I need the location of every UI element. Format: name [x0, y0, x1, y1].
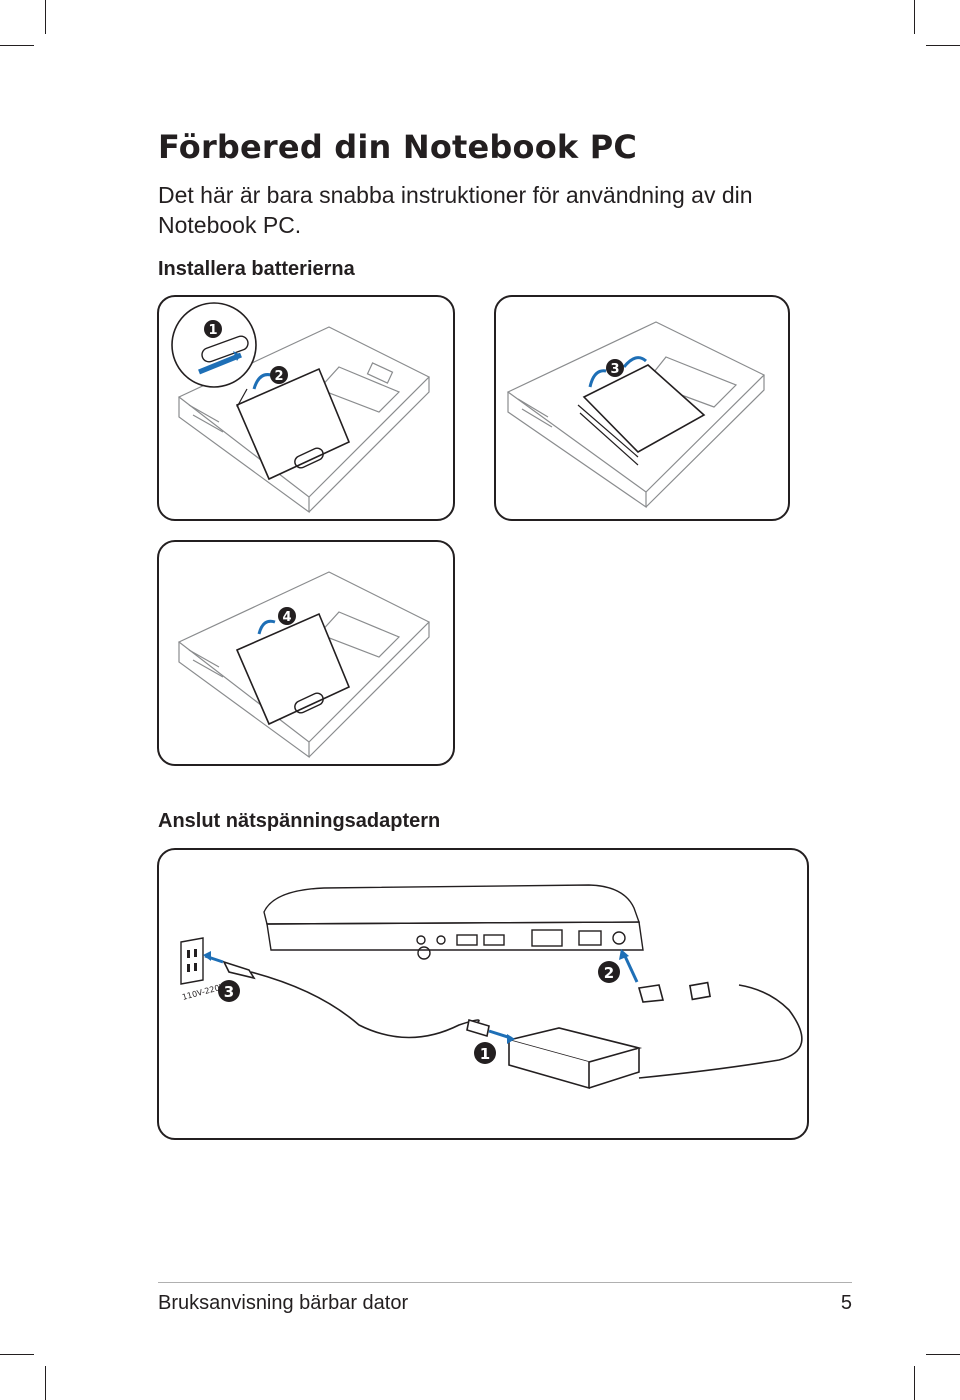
battery-pack — [235, 367, 351, 481]
adapter-step-3-label: 3 — [224, 983, 234, 1001]
footer-divider — [158, 1282, 852, 1283]
close-arrow-icon — [257, 619, 276, 635]
crop-mark — [0, 1354, 34, 1355]
page-title: Förbered din Notebook PC — [158, 128, 638, 166]
step-1-label: 1 — [208, 323, 217, 338]
adapter-section-heading: Anslut nätspänningsadaptern — [158, 810, 441, 832]
release-arrow-left-icon — [588, 369, 607, 388]
adapter-illustration: 110V-220V 1 2 3 — [157, 848, 809, 1140]
crop-mark — [914, 1366, 915, 1400]
intro-text: Det här är bara snabba instruktioner för… — [158, 180, 778, 240]
crop-mark — [926, 1354, 960, 1355]
adapter-step-2-label: 2 — [604, 964, 614, 982]
step-2-label: 2 — [274, 369, 283, 384]
adapter-step-1-label: 1 — [480, 1045, 490, 1063]
adapter-step-3-badge — [218, 980, 240, 1002]
battery-section-heading: Installera batterierna — [158, 258, 355, 280]
intro-line-2: Notebook PC. — [158, 212, 302, 238]
battery-pack — [235, 612, 351, 726]
power-adapter-brick — [508, 1027, 643, 1090]
battery-pack — [577, 364, 706, 466]
plug-into-notebook-arrow-icon — [622, 953, 639, 983]
footer-manual-title: Bruksanvisning bärbar dator — [158, 1292, 409, 1314]
crop-mark — [45, 1366, 46, 1400]
notebook-side-view — [263, 884, 644, 960]
step-3-label: 3 — [610, 362, 619, 377]
power-cord — [222, 960, 490, 1039]
latch-zoom-callout — [171, 302, 257, 408]
battery-step-1-2-illustration: 1 2 — [157, 295, 455, 521]
step-3-badge — [606, 359, 624, 377]
intro-line-1: Det här är bara snabba instruktioner för… — [158, 182, 753, 208]
adapter-step-2-badge — [598, 961, 620, 983]
crop-mark — [914, 0, 915, 34]
step-1-badge — [204, 320, 222, 338]
dc-cable — [637, 981, 803, 1079]
page-number: 5 — [840, 1292, 852, 1314]
crop-mark — [45, 0, 46, 34]
step-4-badge — [278, 607, 296, 625]
step-4-label: 4 — [282, 610, 291, 625]
adapter-step-1-badge — [474, 1042, 496, 1064]
crop-mark — [0, 45, 34, 46]
battery-step-4-illustration: 4 — [157, 540, 455, 766]
release-arrow-right-icon — [622, 356, 648, 368]
crop-mark — [926, 45, 960, 46]
lift-arrow-icon — [252, 373, 272, 390]
step-2-badge — [270, 366, 288, 384]
battery-step-3-illustration: 3 — [494, 295, 790, 521]
